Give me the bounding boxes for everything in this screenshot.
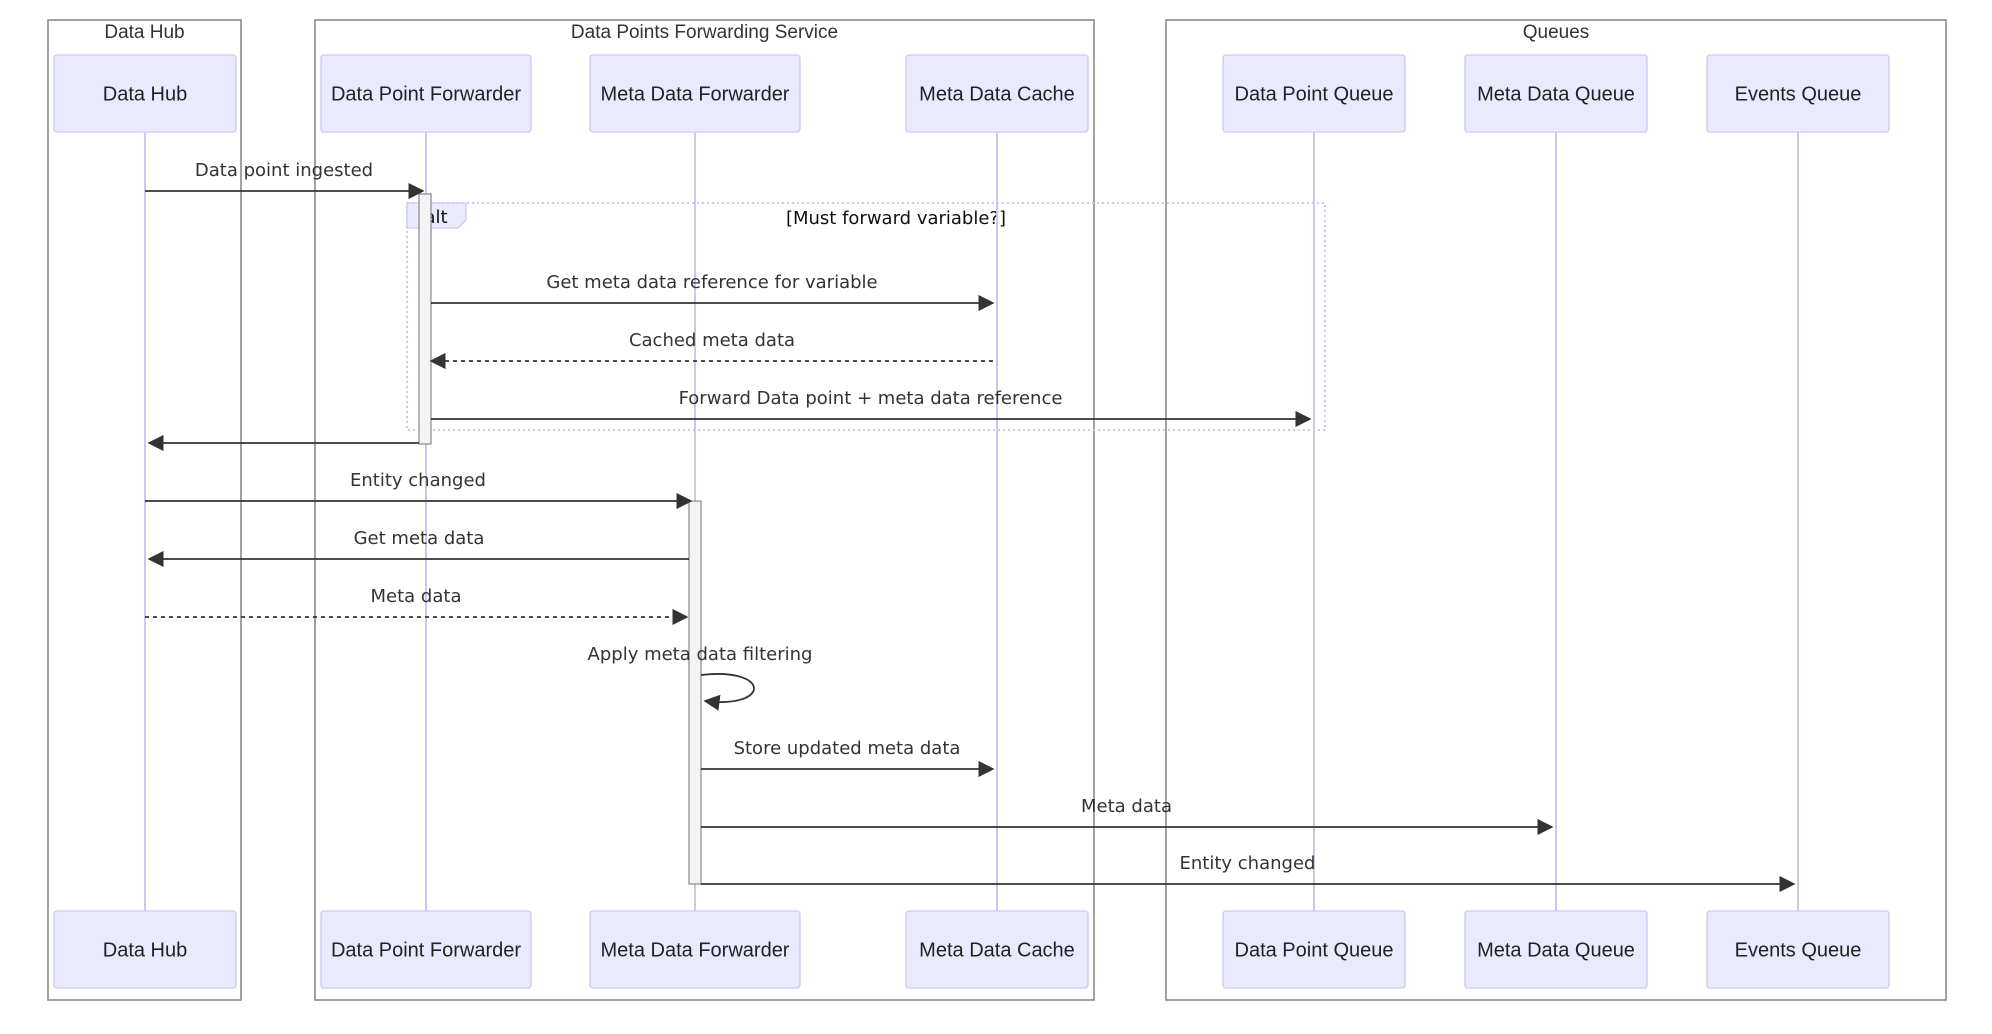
group-box [314, 19, 1095, 1001]
participant-label: Meta Data Cache [919, 940, 1075, 962]
participant-box [1464, 54, 1648, 133]
message-label: Entity changed [1180, 853, 1316, 874]
participant-box [905, 54, 1089, 133]
participant-box [53, 910, 237, 989]
participant-top: Meta Data Queue [1464, 54, 1648, 133]
participant-box [53, 54, 237, 133]
message: Cached meta data [429, 330, 993, 370]
participant-bottom: Meta Data Cache [905, 910, 1089, 989]
message-label: Get meta data [354, 528, 485, 549]
participant-label: Meta Data Forwarder [601, 84, 790, 106]
participant-top: Events Queue [1706, 54, 1890, 133]
participant-label: Data Hub [103, 940, 188, 962]
message-label: Store updated meta data [734, 738, 961, 759]
participant-box [589, 910, 801, 989]
message: Entity changed [701, 853, 1796, 893]
participant-top: Data Hub [53, 54, 237, 133]
participant-bottom: Data Point Queue [1222, 910, 1406, 989]
participant-label: Meta Data Cache [919, 84, 1075, 106]
participant-box [1706, 910, 1890, 989]
message: Get meta data [147, 528, 689, 568]
message-label: Apply meta data filtering [588, 644, 813, 665]
participant-label: Data Hub [103, 84, 188, 106]
group-label: Data Hub [104, 22, 184, 43]
participant-top: Meta Data Cache [905, 54, 1089, 133]
participant-box [1222, 54, 1406, 133]
message-label: Forward Data point + meta data reference [679, 388, 1063, 409]
participant-label: Events Queue [1735, 940, 1862, 962]
participant-label: Meta Data Queue [1477, 940, 1635, 962]
participant-box [320, 910, 532, 989]
participant-label: Meta Data Queue [1477, 84, 1635, 106]
message-label: Data point ingested [195, 160, 373, 181]
message-label: Get meta data reference for variable [546, 272, 877, 293]
participant-bottom: Meta Data Queue [1464, 910, 1648, 989]
message: Entity changed [145, 470, 693, 510]
message: Meta data [145, 586, 689, 626]
participant-box [1464, 910, 1648, 989]
message: Apply meta data filtering [588, 644, 813, 711]
alt-frame [406, 202, 1326, 431]
message: Data point ingested [145, 160, 425, 200]
participant-label: Meta Data Forwarder [601, 940, 790, 962]
activation-bar [418, 193, 432, 445]
message-label: Meta data [371, 586, 462, 607]
participant-label: Data Point Forwarder [331, 940, 521, 962]
group-box [1165, 19, 1947, 1001]
participant-box [1222, 910, 1406, 989]
participant-box [320, 54, 532, 133]
message: Get meta data reference for variable [431, 272, 995, 312]
participant-label: Data Point Queue [1235, 940, 1394, 962]
participant-bottom: Data Hub [53, 910, 237, 989]
message: Meta data [701, 796, 1554, 836]
participant-bottom: Events Queue [1706, 910, 1890, 989]
participant-box [905, 910, 1089, 989]
participant-top: Data Point Forwarder [320, 54, 532, 133]
group-box [47, 19, 242, 1001]
alt-frame-condition: [Must forward variable?] [786, 208, 1006, 229]
participant-label: Data Point Forwarder [331, 84, 521, 106]
participant-top: Data Point Queue [1222, 54, 1406, 133]
group-label: Data Points Forwarding Service [571, 22, 838, 43]
message: Store updated meta data [701, 738, 995, 778]
participant-label: Events Queue [1735, 84, 1862, 106]
participant-label: Data Point Queue [1235, 84, 1394, 106]
participant-bottom: Meta Data Forwarder [589, 910, 801, 989]
message: Forward Data point + meta data reference [431, 388, 1312, 428]
message-label: Cached meta data [629, 330, 795, 351]
participant-box [1706, 54, 1890, 133]
participant-top: Meta Data Forwarder [589, 54, 801, 133]
participant-bottom: Data Point Forwarder [320, 910, 532, 989]
group-label: Queues [1523, 22, 1590, 43]
message-label: Meta data [1081, 796, 1172, 817]
participant-box [589, 54, 801, 133]
activation-bar [688, 500, 702, 885]
self-message-arrow [700, 673, 755, 711]
message-label: Entity changed [350, 470, 486, 491]
